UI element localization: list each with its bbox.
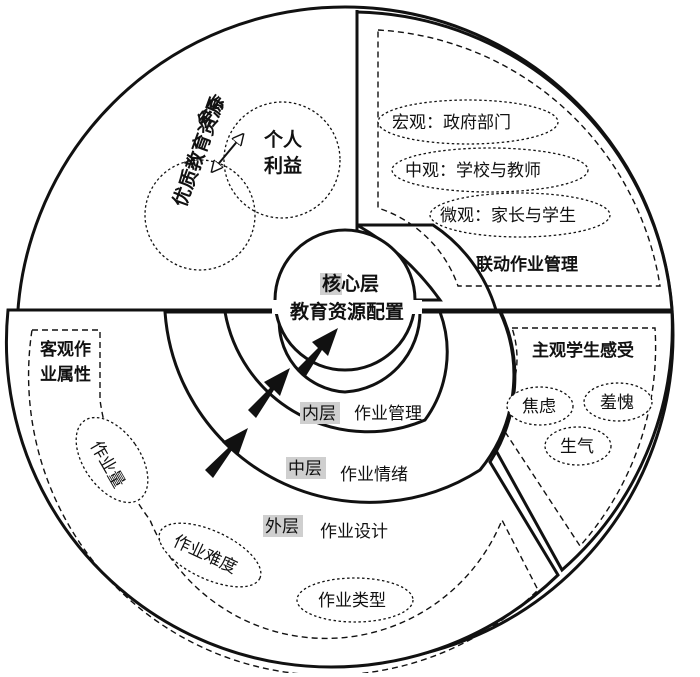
resource-circle	[144, 159, 256, 271]
core-mask	[272, 300, 422, 314]
outer-layer-highlight	[263, 515, 303, 537]
inner-layer-highlight	[300, 402, 340, 424]
objective-oval-difficulty	[158, 522, 262, 588]
middle-layer-text: 作业情绪	[340, 465, 408, 485]
core-title-highlight	[320, 273, 342, 295]
core-subtitle: 教育资源配置	[290, 300, 404, 323]
core-title: 核心层	[322, 272, 379, 295]
linkage-item-macro: 宏观：政府部门	[392, 113, 511, 133]
progress-arrow-outer	[205, 428, 248, 478]
perception-oval-shame	[583, 382, 653, 422]
progress-arrow-inner	[298, 328, 338, 376]
inner-layer-tag: 内层	[302, 404, 336, 424]
perception-title: 主观学生感受	[532, 340, 634, 361]
perception-item-anger: 生气	[560, 437, 594, 457]
perception-oval-anxiety	[506, 386, 574, 426]
objective-dashed-region	[27, 329, 539, 676]
inner-layer-text: 作业管理	[354, 404, 422, 424]
perception-oval-anger	[544, 426, 612, 466]
perception-item-anxiety: 焦虑	[522, 397, 556, 417]
linkage-oval-micro	[429, 192, 611, 238]
linkage-item-meso: 中观：学校与教师	[405, 161, 541, 181]
linkage-item-micro: 微观：家长与学生	[440, 206, 576, 226]
middle-layer-highlight	[286, 457, 326, 479]
perception-item-shame: 羞愧	[600, 393, 634, 413]
objective-title-line1: 客观作	[39, 339, 91, 360]
linkage-oval-macro	[377, 99, 559, 145]
objective-oval-type	[296, 577, 414, 623]
linkage-oval-meso	[391, 147, 589, 193]
objective-title-line2: 业属性	[40, 364, 91, 385]
middle-layer-tag: 中层	[288, 459, 322, 479]
linkage-title: 联动作业管理	[476, 254, 578, 275]
interest-line1: 个人	[263, 129, 303, 151]
outer-layer-text: 作业设计	[320, 522, 388, 542]
objective-item-type: 作业类型	[318, 591, 386, 611]
progress-arrow-middle	[248, 368, 290, 418]
outer-layer-tag: 外层	[265, 517, 299, 537]
interest-line2: 利益	[264, 154, 302, 177]
objective-oval-amount	[75, 416, 149, 504]
conflict-arrow	[215, 138, 240, 168]
